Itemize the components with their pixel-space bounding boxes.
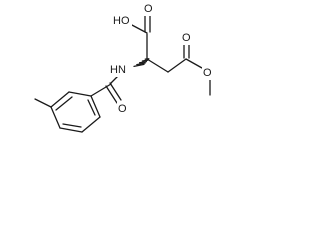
bond-amide-carbon-ring [90, 83, 112, 97]
ester-carbonyl-oxygen-label: O [182, 32, 191, 44]
amide-carbonyl-oxygen-label: O [118, 103, 127, 115]
bond-amide-carbonyl-double-1 [109, 82, 122, 101]
stereo-hash-bond [133, 58, 150, 68]
benzene-ring [50, 91, 101, 133]
bond-acid-carbon-hydroxyl [129, 23, 148, 34]
bond-ch2-ester-carbon [167, 58, 187, 73]
acid-carbonyl-oxygen-label: O [144, 3, 153, 15]
bond-amide-carbonyl-double-2 [105, 85, 118, 104]
amide-nitrogen-label: HN [110, 64, 126, 76]
chemical-structure-diagram: HO O O O HN O [34, 2, 213, 133]
bond-ring-methyl [34, 98, 52, 108]
ester-oxygen-label: O [203, 67, 212, 79]
atom-label-layer: HO O O O HN O [109, 2, 213, 116]
bond-nitrogen-amide-carbon [110, 75, 119, 84]
hydroxyl-label: HO [113, 15, 130, 27]
bond-ester-carbon-oxygen [185, 58, 203, 69]
bond-layer [34, 11, 211, 133]
bond-alpha-ch2 [146, 58, 169, 73]
